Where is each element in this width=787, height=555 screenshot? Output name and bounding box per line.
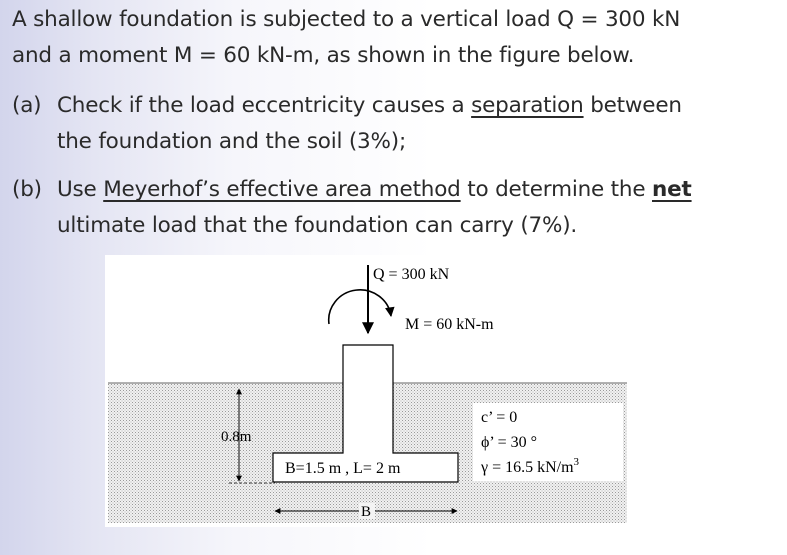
part-a-line-2: the foundation and the soil (3%);	[57, 129, 407, 154]
part-b-bold: net	[652, 177, 692, 202]
soil-unit-weight-main: γ = 16.5 kN/m	[480, 459, 574, 476]
soil-props-box	[473, 403, 623, 481]
load-label: Q = 300 kN	[373, 266, 450, 283]
moment-label: M = 60 kN-m	[405, 316, 494, 333]
part-a-underlined: separation	[471, 93, 584, 118]
part-b-line-1: (b)Use Meyerhof’s effective area method …	[12, 172, 782, 208]
width-label-box	[359, 503, 375, 519]
width-label: B	[361, 504, 371, 520]
intro-line-2: and a moment M = 60 kN-m, as shown in th…	[12, 43, 635, 68]
part-b-line-2: ultimate load that the foundation can ca…	[57, 213, 578, 238]
part-b: (b)Use Meyerhof’s effective area method …	[12, 172, 782, 244]
dims-label: B=1.5 m , L= 2 m	[285, 460, 401, 477]
soil-unit-weight-exp: 3	[574, 456, 580, 468]
part-b-underlined: Meyerhof’s effective area method	[103, 177, 461, 202]
dims-label-box	[277, 455, 453, 479]
depth-label: 0.8m	[221, 429, 252, 445]
part-a-text-1: Check if the load eccentricity causes a	[57, 93, 472, 118]
part-b-text-1: Use	[57, 177, 104, 202]
problem-intro: A shallow foundation is subjected to a v…	[12, 2, 782, 74]
moment-arrow	[327, 289, 395, 325]
part-a-line-1: (a) Check if the load eccentricity causes…	[12, 88, 782, 124]
intro-line-1: A shallow foundation is subjected to a v…	[12, 7, 681, 32]
soil-cohesion: c’ = 0	[481, 409, 517, 426]
part-b-label: (b)	[12, 177, 42, 202]
part-a-label: (a)	[12, 93, 42, 118]
part-b-text-2: to determine the	[460, 177, 652, 202]
footing	[272, 344, 459, 483]
part-a: (a) Check if the load eccentricity causes…	[12, 88, 782, 160]
foundation-figure: Q = 300 kN M = 60 kN-m 0.8m B=1.5 m , L=…	[105, 255, 630, 527]
soil-unit-weight: γ = 16.5 kN/m3	[480, 456, 580, 476]
part-a-text-2: between	[583, 93, 682, 118]
soil-friction-angle: ϕ’ = 30 °	[481, 434, 537, 451]
